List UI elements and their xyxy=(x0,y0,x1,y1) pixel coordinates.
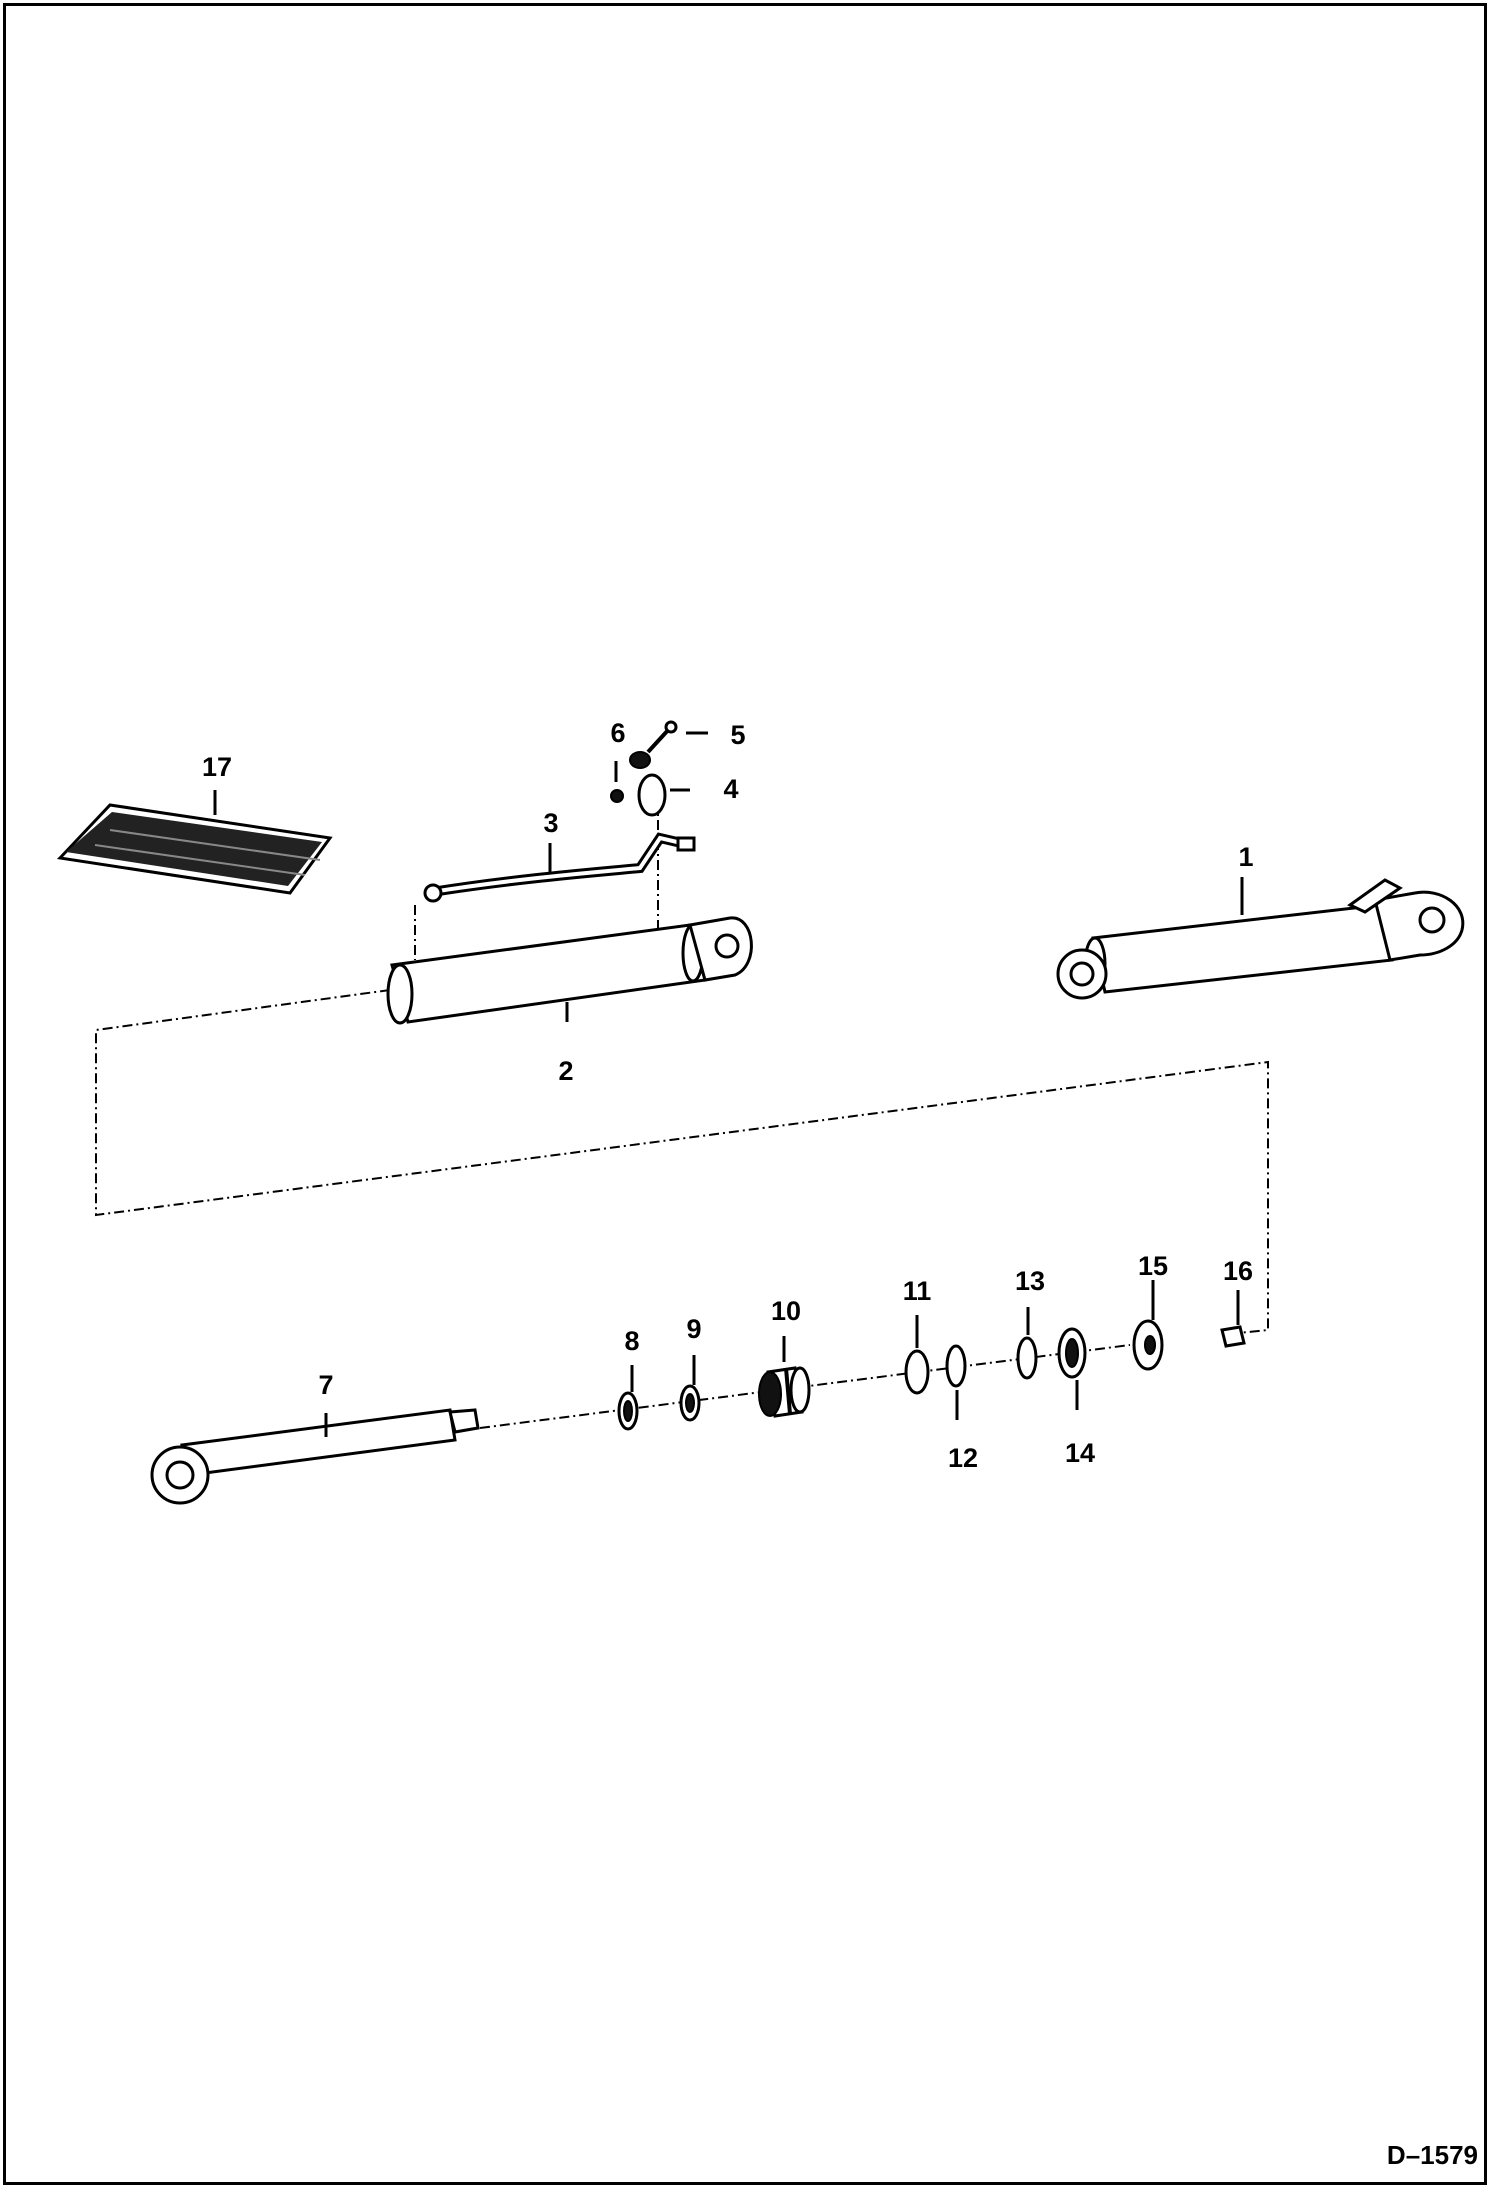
callout-2: 2 xyxy=(558,1056,573,1086)
clamp-nut-icon xyxy=(610,789,624,803)
backup-ring-icon xyxy=(945,1344,967,1388)
tube-clamp-icon xyxy=(629,751,667,817)
rod-seal-icon xyxy=(679,1384,701,1422)
callout-13: 13 xyxy=(1015,1266,1045,1296)
callout-10: 10 xyxy=(771,1296,801,1326)
callout-7: 7 xyxy=(318,1370,333,1400)
hydraulic-cylinder-assembly-icon xyxy=(1056,878,1465,1000)
lock-nut-icon xyxy=(1220,1325,1246,1348)
callout-12: 12 xyxy=(948,1443,978,1473)
page-border xyxy=(3,3,1487,2185)
callout-15: 15 xyxy=(1138,1251,1168,1281)
callout-1: 1 xyxy=(1238,842,1253,872)
clamp-bolt-icon xyxy=(646,720,678,754)
hydraulic-tube-icon xyxy=(423,832,696,903)
drawing-id: D–1579 xyxy=(1387,2140,1478,2170)
piston-seal-icon xyxy=(1132,1319,1164,1371)
callout-9: 9 xyxy=(686,1314,701,1344)
callout-14: 14 xyxy=(1065,1438,1095,1468)
callout-16: 16 xyxy=(1223,1256,1253,1286)
assembly-phantom-line xyxy=(95,989,1269,1334)
callout-3: 3 xyxy=(543,808,558,838)
callout-17: 17 xyxy=(202,752,232,782)
callout-11: 11 xyxy=(903,1276,932,1306)
callout-8: 8 xyxy=(624,1326,639,1356)
piston-o-ring-icon xyxy=(1016,1336,1038,1380)
seal-kit-packet-icon xyxy=(56,803,333,895)
head-o-ring-icon xyxy=(904,1349,930,1395)
callout-5: 5 xyxy=(730,720,745,750)
callout-6: 6 xyxy=(610,718,625,748)
wiper-seal-icon xyxy=(617,1391,639,1431)
piston-icon xyxy=(1057,1327,1087,1379)
callout-4: 4 xyxy=(723,774,738,804)
cylinder-head-icon xyxy=(758,1366,811,1418)
cylinder-rod-icon xyxy=(150,1408,480,1505)
cylinder-barrel-icon xyxy=(386,916,753,1025)
